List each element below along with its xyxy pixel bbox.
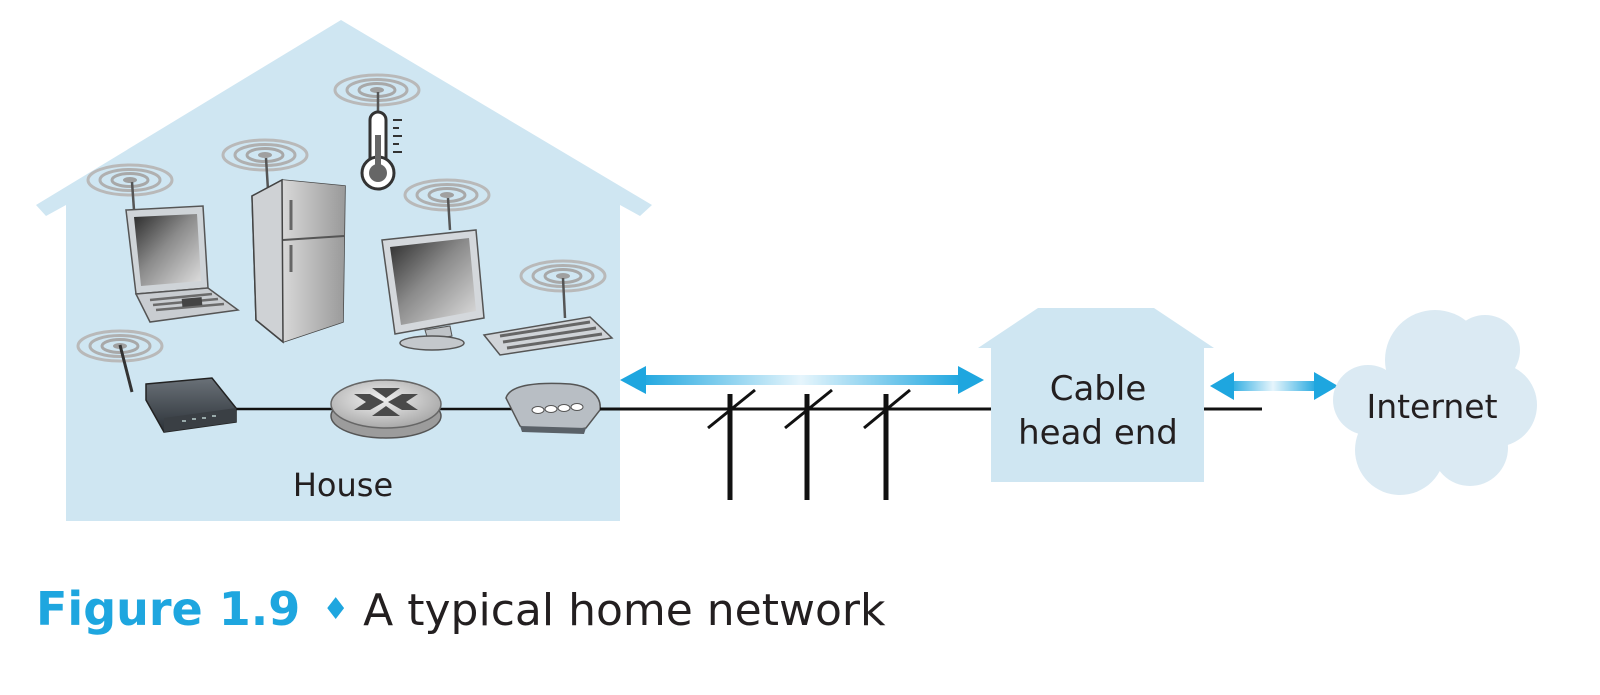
monitor-icon <box>381 197 485 351</box>
laptop-wireless-signal-icon <box>86 163 174 197</box>
home-network-diagram: Cable head end Internet House <box>36 20 1537 521</box>
caption-text: A typical home network <box>363 585 886 636</box>
laptop-icon <box>125 181 240 323</box>
refrigerator-icon <box>251 157 346 344</box>
cable-head-end-label-line1: Cable <box>1050 369 1147 409</box>
caption-separator: ♦ <box>322 592 350 627</box>
cable-modem-icon <box>505 382 601 434</box>
figure-caption: Figure 1.9 ♦ A typical home network <box>36 582 885 636</box>
fridge-wireless-signal-icon <box>221 138 309 172</box>
utility-pole-icon <box>707 388 756 500</box>
router-icon <box>330 379 442 439</box>
internet-label: Internet <box>1366 387 1497 426</box>
house-label: House <box>293 466 393 504</box>
thermometer-icon <box>360 92 402 191</box>
cable-head-end-label-line2: head end <box>1018 413 1178 453</box>
cable-head-end-building <box>978 308 1214 482</box>
cloud-icon <box>1333 310 1537 495</box>
utility-pole-icon <box>863 388 911 500</box>
figure-number: Figure 1.9 <box>36 582 301 636</box>
keyboard-icon <box>482 277 614 356</box>
utility-pole-icon <box>784 388 833 500</box>
headend-internet-double-arrow <box>1210 372 1338 400</box>
wireless-access-point-icon <box>118 344 237 433</box>
monitor-wireless-signal-icon <box>403 178 491 212</box>
house-headend-double-arrow <box>620 366 984 394</box>
